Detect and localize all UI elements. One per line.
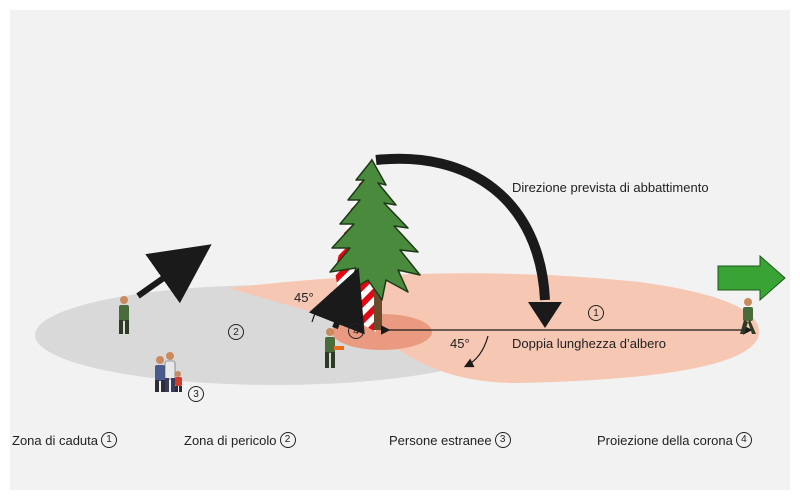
- legend-label: Proiezione della corona: [597, 432, 733, 448]
- zone-marker-1: 1: [588, 305, 604, 321]
- person-left-icon: [119, 296, 129, 334]
- feller-icon: [325, 328, 344, 368]
- zone-marker-2: 2: [228, 324, 244, 340]
- legend-item-bystanders: Persone estranee 3: [389, 432, 511, 448]
- legend-label: Persone estranee: [389, 432, 492, 448]
- angle-arc-right: [463, 335, 489, 368]
- angle-label-left: 45°: [294, 290, 314, 305]
- legend-label: Zona di caduta: [12, 432, 99, 448]
- zone-marker-4: 4: [348, 323, 364, 339]
- direction-label: Direzione prevista di abbattimento: [512, 180, 709, 195]
- zone-marker-3: 3: [188, 386, 204, 402]
- legend-number: 2: [279, 432, 296, 448]
- double-length-label: Doppia lunghezza d’albero: [512, 336, 666, 351]
- felling-direction-arrow: [375, 153, 550, 301]
- felling-direction-arrowhead: [528, 302, 562, 328]
- legend-number: 4: [735, 432, 752, 448]
- legend-item-crown-projection: Proiezione della corona 4: [597, 432, 752, 448]
- legend-number: 1: [101, 432, 118, 448]
- escape-arrow-feller: [308, 267, 365, 335]
- legend-number: 3: [494, 432, 511, 448]
- legend-label: Zona di pericolo: [184, 432, 277, 448]
- bystanders-icon: [155, 352, 182, 392]
- legend-item-fall-zone: Zona di caduta 1: [12, 432, 118, 448]
- escape-arrow-left: [136, 244, 212, 304]
- person-right-icon: [740, 298, 756, 334]
- angle-label-right: 45°: [450, 336, 470, 351]
- exit-arrow-icon: [717, 254, 786, 302]
- tree: [329, 159, 421, 330]
- legend-item-danger-zone: Zona di pericolo 2: [184, 432, 296, 448]
